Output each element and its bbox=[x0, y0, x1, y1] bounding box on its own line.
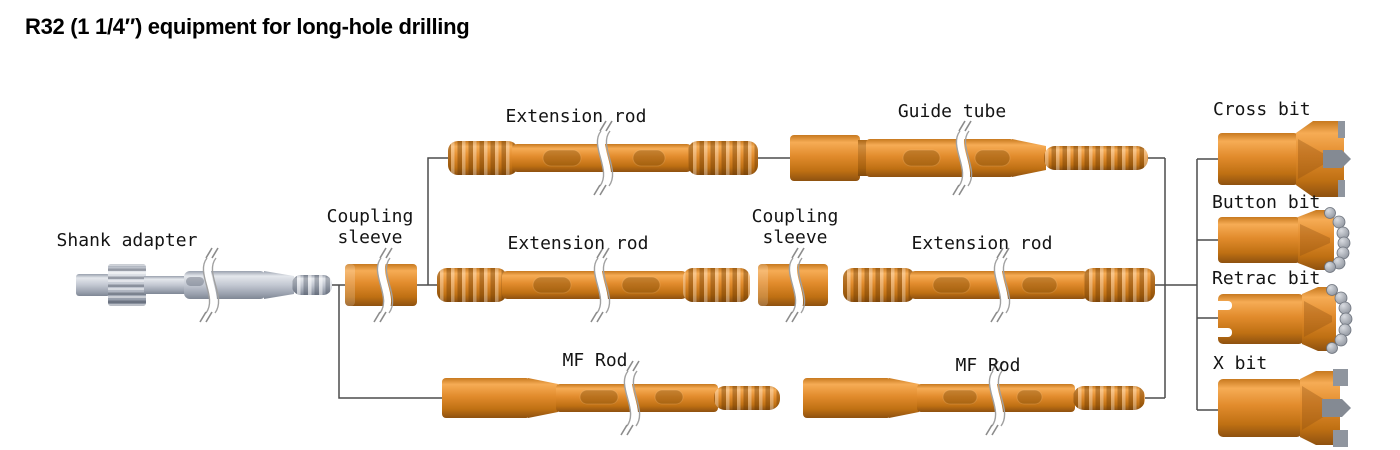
retrac-bit-label: Retrac bit bbox=[1212, 268, 1321, 289]
extension-rod-mid-1 bbox=[437, 268, 750, 302]
mf-rod-2-label: MF Rod bbox=[955, 355, 1021, 376]
mf-rod-1-label: MF Rod bbox=[562, 350, 628, 371]
guide-tube bbox=[790, 135, 1148, 181]
extension-rod-mid-1-label: Extension rod bbox=[507, 233, 649, 254]
coupling-sleeve-2-label: Coupling sleeve bbox=[751, 206, 839, 248]
extension-rod-top bbox=[448, 141, 758, 175]
mf-rod-2 bbox=[803, 378, 1145, 418]
mf-rod-1 bbox=[442, 378, 780, 418]
retrac-bit bbox=[1214, 284, 1353, 354]
x-bit bbox=[1218, 369, 1351, 447]
cross-bit-label: Cross bit bbox=[1213, 99, 1311, 120]
cross-bit bbox=[1218, 121, 1351, 197]
coupling-sleeve-1-label: Coupling sleeve bbox=[326, 206, 414, 248]
button-bit bbox=[1218, 207, 1351, 273]
shank-adapter-label: Shank adapter bbox=[56, 230, 198, 251]
button-bit-label: Button bit bbox=[1212, 192, 1321, 213]
guide-tube-label: Guide tube bbox=[897, 101, 1007, 122]
x-bit-label: X bit bbox=[1213, 353, 1268, 374]
extension-rod-mid-2-label: Extension rod bbox=[911, 233, 1053, 254]
extension-rod-top-label: Extension rod bbox=[505, 106, 647, 127]
page-title: R32 (1 1/4″) equipment for long-hole dri… bbox=[25, 14, 470, 39]
